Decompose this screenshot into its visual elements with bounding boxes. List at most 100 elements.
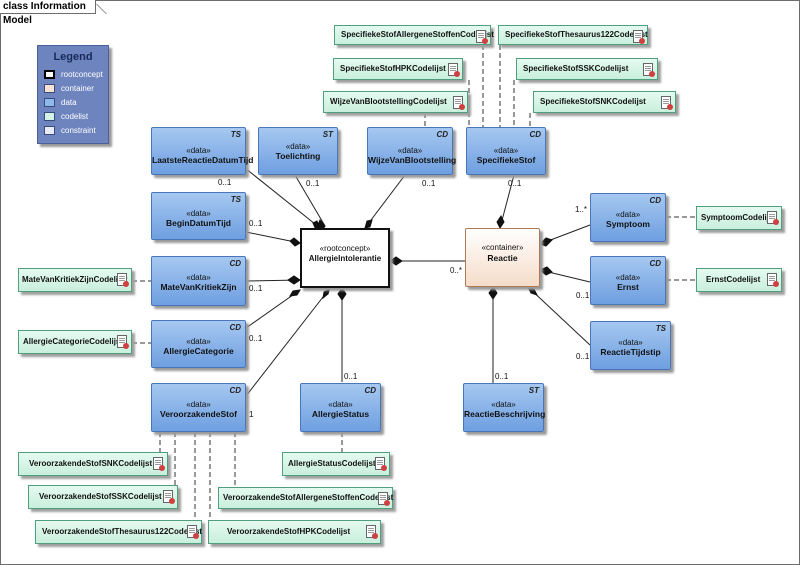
type-label: ST [528, 386, 539, 395]
class-name: BeginDatumTijd [165, 218, 231, 228]
multiplicity-categorie: 0..1 [249, 334, 263, 343]
codelist-name: VeroorzakendeStofSNKCodelijst [29, 459, 153, 468]
document-icon [453, 96, 465, 110]
stereotype-label: «data» [186, 337, 211, 346]
type-label: CD [436, 130, 448, 139]
data-symptoom[interactable]: CD «data» Symptoom [590, 193, 666, 242]
codelist-veroorzakendestofssk[interactable]: VeroorzakendeStofSSKCodelijst [28, 485, 178, 509]
type-label: CD [529, 130, 541, 139]
codelist-specifiekestofallergenestoffen[interactable]: SpecifiekeStofAllergeneStoffenCodelijst [334, 25, 494, 45]
class-name: AllergieStatus [311, 409, 370, 419]
document-icon [163, 490, 175, 504]
codelist-specifiekestofthesaurus122[interactable]: SpecifiekeStofThesaurus122Codelijst [498, 25, 648, 45]
data-matevankritiekzijn[interactable]: CD «data» MateVanKritiekZijn [151, 256, 246, 306]
diamond-veroorz [322, 286, 331, 300]
class-name: ReactieTijdstip [600, 347, 661, 357]
document-icon [767, 211, 779, 225]
stereotype-label: «data» [186, 400, 211, 409]
codelist-specifiekestofsnk[interactable]: SpecifiekeStofSNKCodelijst [533, 91, 676, 113]
diamond-cat [289, 289, 301, 297]
type-label: CD [229, 323, 241, 332]
class-name: Reactie [487, 253, 518, 263]
class-name: Toelichting [275, 151, 321, 161]
data-wijzevanblootstelling[interactable]: CD «data» WijzeVanBlootstelling [367, 127, 456, 175]
diamond-reactie [389, 256, 403, 266]
type-label: CD [649, 196, 661, 205]
stereotype-label: «data» [328, 400, 353, 409]
codelist-name: ErnstCodelijst [706, 275, 761, 284]
data-ernst[interactable]: CD «data» Ernst [590, 256, 666, 305]
type-label: CD [229, 259, 241, 268]
document-icon [661, 96, 673, 110]
document-icon [378, 492, 390, 506]
edge-reactietijd [527, 286, 591, 346]
stereotype-label: «data» [493, 146, 519, 155]
legend-title: Legend [53, 51, 93, 63]
class-name: AllergieCategorie [163, 346, 234, 356]
data-allergiecategorie[interactable]: CD «data» AllergieCategorie [151, 320, 246, 368]
codelist-matevankritiekzijn[interactable]: MateVanKritiekZijnCodelijst [18, 268, 132, 292]
codelist-ernst[interactable]: ErnstCodelijst [696, 268, 782, 292]
edge-toelichting [294, 174, 326, 227]
codelist-veroorzakendestofsnk[interactable]: VeroorzakendeStofSNKCodelijst [18, 452, 168, 476]
legend-swatch [44, 98, 55, 107]
diamond-symptoom [539, 237, 553, 247]
codelist-veroorzakendestofallergenestoffen[interactable]: VeroorzakendeStofAllergeneStoffenCodelij… [218, 487, 393, 509]
document-icon [366, 525, 378, 539]
data-reactietijdstip[interactable]: TS «data» ReactieTijdstip [590, 321, 671, 370]
codelist-name: AllergieStatusCodelijst [288, 459, 376, 468]
codelist-specifiekestofssk[interactable]: SpecifiekeStofSSKCodelijst [516, 58, 658, 80]
class-name: Ernst [617, 282, 639, 292]
diamond-reactietijd [527, 286, 538, 296]
diamond-status [337, 287, 347, 301]
data-laatstereactiedatumtijd[interactable]: TS «data» LaatsteReactieDatumTijd [151, 127, 254, 175]
class-name: LaatsteReactieDatumTijd [152, 155, 254, 165]
codelist-name: MateVanKritiekZijnCodelijst [22, 275, 128, 284]
multiplicity-symptoom: 1..* [575, 205, 588, 214]
container-reactie[interactable]: «container» Reactie [465, 228, 540, 287]
data-allergiestatus[interactable]: CD «data» AllergieStatus [300, 383, 381, 432]
stereotype-label: «data» [615, 273, 641, 282]
codelist-allergiecategorie[interactable]: AllergieCategorieCodelijst [18, 330, 132, 354]
codelist-name: SymptoomCodelijst [701, 213, 777, 222]
codelist-wijzevanblootstelling[interactable]: WijzeVanBlootstellingCodelijst [323, 91, 468, 113]
type-label: TS [230, 130, 241, 139]
stereotype-label: «data» [615, 210, 641, 219]
diamond-wijze [364, 219, 373, 229]
codelist-name: SpecifiekeStofSSKCodelijst [523, 64, 629, 73]
data-begindatumtijd[interactable]: TS «data» BeginDatumTijd [151, 192, 246, 240]
data-reactiebeschrijving[interactable]: ST «data» ReactieBeschrijving [463, 383, 545, 432]
multiplicity-specstof: 0..1 [508, 179, 522, 188]
stereotype-label: «container» [481, 243, 524, 252]
multiplicity-reactiebeschr: 0..1 [495, 372, 509, 381]
data-toelichting[interactable]: ST «data» Toelichting [258, 127, 338, 175]
document-icon [187, 525, 199, 539]
codelist-allergiestatus[interactable]: AllergieStatusCodelijst [282, 452, 390, 476]
edge-veroorz [245, 287, 331, 397]
multiplicity-status: 0..1 [344, 372, 358, 381]
type-label: CD [649, 259, 661, 268]
stereotype-label: «data» [397, 146, 423, 155]
multiplicity-reactie: 0..* [450, 266, 463, 275]
codelist-veroorzakendestofhpk[interactable]: VeroorzakendeStofHPKCodelijst [208, 520, 381, 544]
stereotype-label: «data» [186, 146, 211, 155]
class-name: MateVanKritiekZijn [160, 282, 237, 292]
multiplicity-laatste: 0..1 [218, 178, 232, 187]
class-name: AllergieIntolerantie [308, 254, 382, 263]
rootconcept-allergieintolerantie[interactable]: «rootconcept» AllergieIntolerantie [300, 228, 390, 288]
legend-swatch [44, 126, 55, 135]
data-specifiekestof[interactable]: CD «data» SpecifiekeStof [466, 127, 546, 175]
legend: Legend rootconcept container data codeli… [37, 45, 109, 144]
diagram-title: class Information Model [0, 0, 96, 26]
codelist-specifiekestofhpk[interactable]: SpecifiekeStofHPKCodelijst [333, 58, 463, 80]
multiplicity-mate: 0..1 [249, 284, 263, 293]
diamond-mate [287, 275, 301, 285]
codelist-symptoom[interactable]: SymptoomCodelijst [696, 206, 782, 230]
codelist-name: SpecifiekeStofHPKCodelijst [340, 64, 446, 73]
class-name: VeroorzakendeStof [160, 409, 237, 419]
codelist-veroorzakendestofthesaurus122[interactable]: VeroorzakendeStofThesaurus122Codelijst [35, 520, 202, 544]
stereotype-label: «data» [285, 142, 311, 151]
data-veroorzakendestof[interactable]: CD «data» VeroorzakendeStof [151, 383, 246, 432]
document-icon [448, 63, 460, 77]
